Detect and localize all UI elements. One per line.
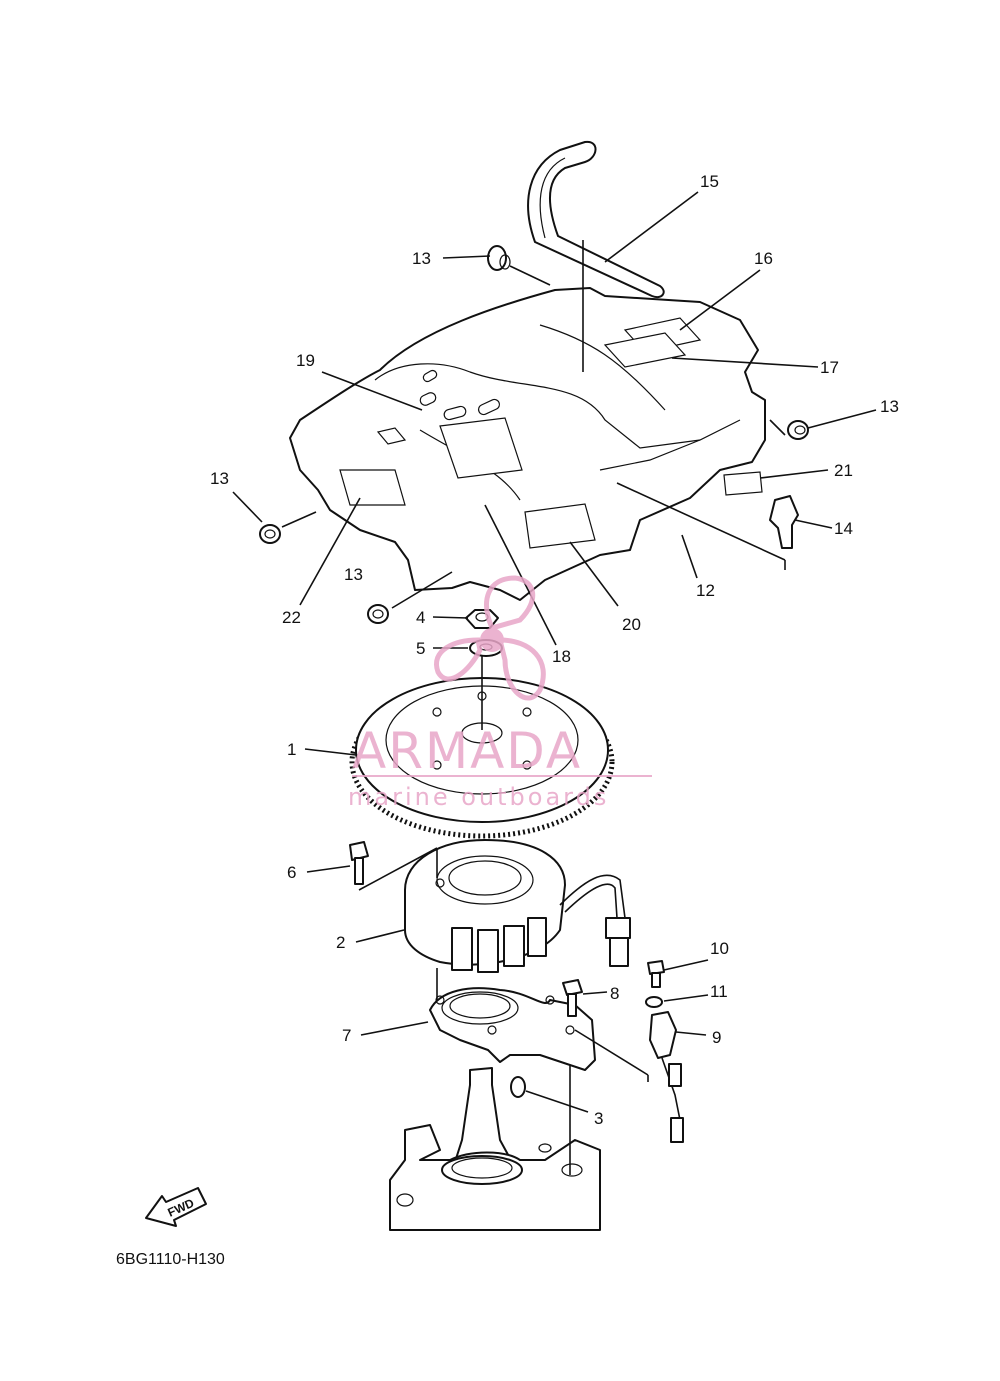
cover-vents [376, 369, 501, 445]
grommet-part-13-top [487, 245, 511, 271]
callout-5: 5 [416, 639, 425, 658]
washer-part-11 [645, 996, 663, 1008]
label-part-21 [723, 471, 763, 496]
callout-14: 14 [834, 519, 853, 538]
bracket-part-7 [429, 987, 596, 1071]
sensor-part-9 [649, 1011, 684, 1143]
screw-part-10 [647, 960, 665, 988]
stator-part-2 [404, 839, 631, 973]
callout-13-right: 13 [880, 397, 899, 416]
screw-part-8 [562, 979, 583, 1017]
cover-labels [339, 317, 763, 549]
stator-connector [605, 917, 631, 939]
flywheel-part-1 [349, 677, 615, 839]
bolt-part-6 [349, 841, 369, 885]
callout-10: 10 [710, 939, 729, 958]
callout-12: 12 [696, 581, 715, 600]
fwd-direction-badge: FWD [145, 1187, 207, 1227]
engine-block [389, 1067, 601, 1231]
clip-part-14 [769, 495, 799, 549]
key-part-3 [510, 1076, 526, 1098]
callout-15: 15 [700, 172, 719, 191]
callout-11: 11 [710, 982, 728, 1001]
callout-numbers: 15 13 16 17 19 13 21 13 14 13 12 22 4 20… [210, 172, 899, 1128]
leader-lines [232, 191, 877, 1175]
callout-19: 19 [296, 351, 315, 370]
label-part-22 [339, 469, 406, 506]
callout-1: 1 [287, 740, 296, 759]
callout-21: 21 [834, 461, 853, 480]
callout-16: 16 [754, 249, 773, 268]
grommet-part-13-bottom [367, 604, 389, 624]
callout-6: 6 [287, 863, 296, 882]
callout-8: 8 [610, 984, 619, 1003]
callout-20: 20 [622, 615, 641, 634]
callout-7: 7 [342, 1026, 351, 1045]
propeller-logo [434, 575, 546, 701]
callout-13-left: 13 [210, 469, 229, 488]
callout-22: 22 [282, 608, 301, 627]
callout-4: 4 [416, 608, 425, 627]
callout-3: 3 [594, 1109, 603, 1128]
callout-13-bottom: 13 [344, 565, 363, 584]
grommet-part-13-right [787, 420, 809, 440]
label-part-19 [439, 417, 523, 479]
brand-watermark: ARMADA marine outboards [348, 575, 652, 811]
callout-17: 17 [820, 358, 839, 377]
label-part-17 [603, 332, 687, 368]
callout-18: 18 [552, 647, 571, 666]
callout-13-top: 13 [412, 249, 431, 268]
grommet-part-13-left [259, 524, 281, 544]
watermark-brand: ARMADA [352, 722, 582, 780]
diagram-code: 6BG1110-H130 [116, 1251, 225, 1268]
label-part-20 [524, 503, 596, 549]
watermark-tagline: marine outboards [348, 783, 609, 811]
callout-9: 9 [712, 1028, 721, 1047]
hose-part-15 [527, 140, 665, 298]
callout-2: 2 [336, 933, 345, 952]
